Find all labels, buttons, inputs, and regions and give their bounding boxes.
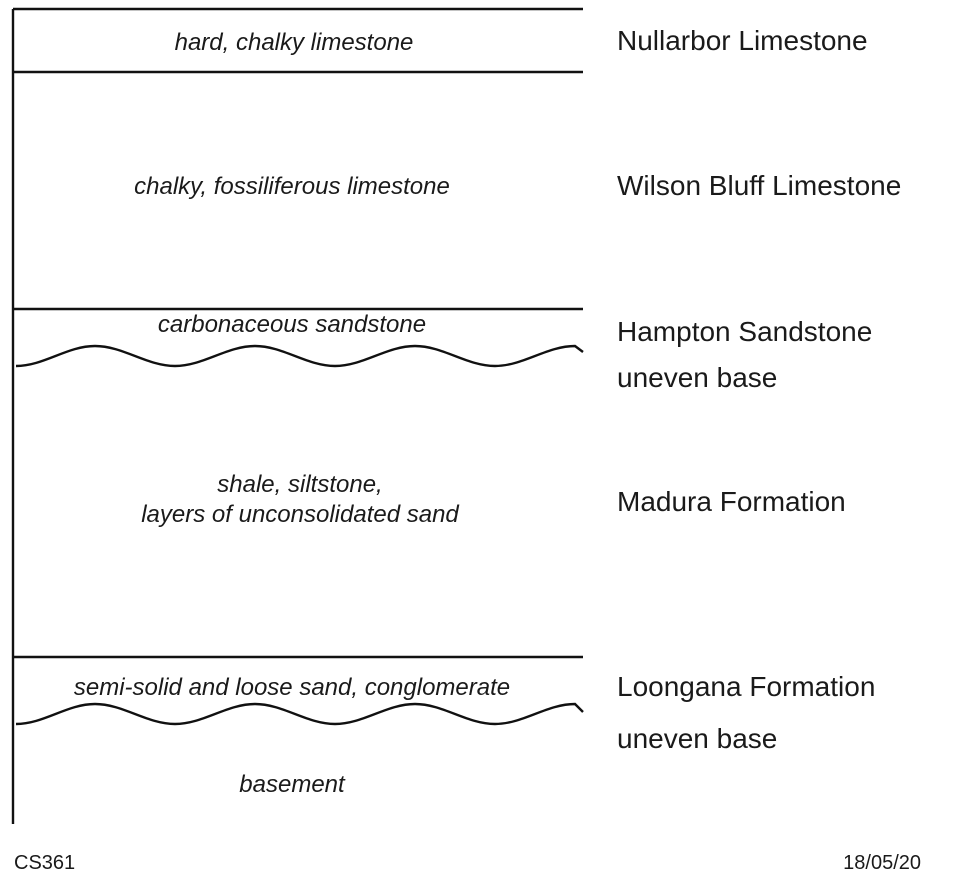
layer-description: shale, siltstone, — [217, 471, 382, 498]
layer-unit-note: uneven base — [617, 723, 777, 754]
layer-description: carbonaceous sandstone — [158, 311, 426, 338]
layer-description: semi-solid and loose sand, conglomerate — [74, 674, 510, 701]
layer-description: layers of unconsolidated sand — [141, 501, 459, 528]
layer-unit-name: Hampton Sandstone — [617, 316, 872, 347]
unconformity-hampton-base — [15, 344, 584, 368]
unconformity-loongana-base — [15, 702, 584, 726]
layer-unit-name: Wilson Bluff Limestone — [617, 170, 901, 201]
footer-code: CS361 — [14, 852, 75, 874]
layer-description: chalky, fossiliferous limestone — [134, 173, 450, 200]
layer-unit-name: Nullarbor Limestone — [617, 25, 868, 56]
layer-unit-note: uneven base — [617, 362, 777, 393]
layer-description: hard, chalky limestone — [175, 29, 414, 56]
layer-unit-name: Madura Formation — [617, 486, 846, 517]
footer-date: 18/05/20 — [843, 852, 921, 874]
layer-unit-name: Loongana Formation — [617, 671, 875, 702]
layer-description: basement — [239, 771, 346, 798]
